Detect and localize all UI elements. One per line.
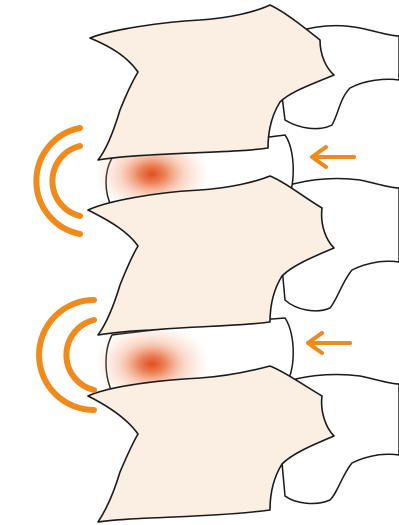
vertebral-bodies [88,5,334,522]
vertebra-middle [88,176,334,335]
arrow-left-icon [308,333,350,353]
radiating-signals [36,128,94,410]
radiating-arcs-icon [36,128,80,234]
arrow-left-icon [312,147,354,167]
radiating-arcs-icon [66,320,94,390]
vertebra-top [90,5,334,160]
radiating-arcs-icon [52,146,80,216]
